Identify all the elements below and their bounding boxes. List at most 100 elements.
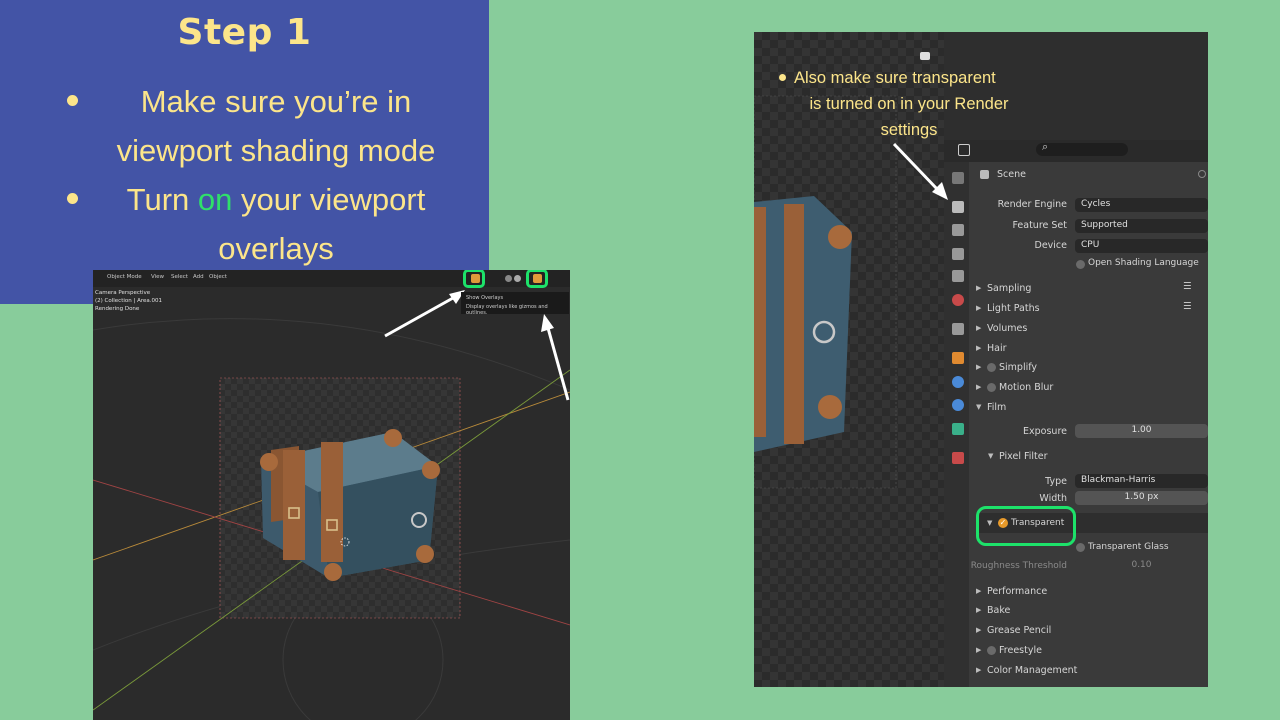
bullet-2-on: on	[197, 182, 233, 217]
transparent-label: Transparent	[1011, 518, 1065, 528]
panel-hair[interactable]: Hair	[987, 343, 1007, 354]
feature-set-label: Feature Set	[1012, 220, 1067, 231]
panel-color-management[interactable]: Color Management	[987, 665, 1078, 676]
view-menu[interactable]: View	[151, 274, 165, 280]
add-menu[interactable]: Add	[193, 274, 204, 280]
note-line-2: is turned on in your Render	[809, 95, 1009, 113]
note-line-3: settings	[880, 121, 938, 139]
physics-icon[interactable]	[952, 399, 964, 411]
transparent-glass-label: Transparent Glass	[1088, 542, 1169, 552]
texture-icon[interactable]	[952, 452, 964, 464]
collection-icon[interactable]	[952, 323, 964, 335]
roughness-threshold-value: 0.10	[1131, 560, 1152, 570]
viewport-header: Object Mode View Select Add Object	[93, 270, 570, 287]
constraints-icon[interactable]	[952, 423, 964, 435]
render-engine-dropdown[interactable]: Cycles	[1075, 198, 1208, 212]
exposure-label: Exposure	[1023, 426, 1067, 437]
pin-icon[interactable]	[1198, 170, 1206, 178]
transparent-glass-checkbox[interactable]	[1076, 543, 1085, 552]
overlays-icon[interactable]	[471, 274, 480, 283]
simplify-checkbox[interactable]	[987, 363, 996, 372]
view-layer-icon[interactable]	[952, 248, 964, 260]
panel-freestyle[interactable]: Freestyle	[999, 645, 1042, 656]
note-bullet-dot	[779, 74, 786, 81]
modifier-icon[interactable]	[952, 376, 964, 388]
width-slider[interactable]: 1.50 px	[1075, 491, 1208, 505]
device-dropdown[interactable]: CPU	[1075, 239, 1208, 253]
motion-blur-checkbox[interactable]	[987, 383, 996, 392]
performance-expand-icon[interactable]: ▶	[976, 587, 982, 595]
shading-rendered-icon[interactable]	[533, 274, 542, 283]
transparent-highlight	[976, 506, 1076, 546]
bullet-2-pre: Turn	[126, 182, 198, 217]
object-mode-dropdown[interactable]: Object Mode	[107, 274, 142, 280]
editor-type-icon[interactable]	[958, 144, 970, 156]
panel-performance[interactable]: Performance	[987, 586, 1048, 597]
list-icon: ☰	[1183, 301, 1192, 312]
output-icon[interactable]	[952, 224, 964, 236]
transparent-checkbox[interactable]: ✓	[998, 518, 1008, 528]
bake-expand-icon[interactable]: ▶	[976, 606, 982, 614]
shading-material-icon[interactable]	[514, 275, 521, 282]
roughness-threshold-label: Roughness Threshold	[970, 561, 1067, 571]
feature-set-dropdown[interactable]: Supported	[1075, 219, 1208, 233]
tooltip-description: Display overlays like gizmos and outline…	[466, 304, 548, 316]
bullet-2-line-2: overlays	[218, 231, 334, 266]
exposure-value: 1.00	[1131, 425, 1152, 435]
hair-expand-icon[interactable]: ▶	[976, 344, 982, 352]
grease-pencil-expand-icon[interactable]: ▶	[976, 626, 982, 634]
object-icon[interactable]	[952, 352, 964, 364]
blender-viewport-screenshot: Object Mode View Select Add Object Camer…	[93, 270, 570, 720]
list-icon: ☰	[1183, 281, 1192, 292]
light-paths-expand-icon[interactable]: ▶	[976, 304, 982, 312]
show-overlays-tooltip: Show Overlays Display overlays like gizm…	[461, 292, 569, 316]
feature-set-value: Supported	[1081, 220, 1128, 230]
viewport-info-camera: Camera Perspective	[95, 290, 151, 296]
panel-bake[interactable]: Bake	[987, 605, 1011, 616]
freestyle-checkbox[interactable]	[987, 646, 996, 655]
panel-simplify[interactable]: Simplify	[999, 362, 1038, 373]
bullet-dot	[67, 95, 78, 106]
sampling-expand-icon[interactable]: ▶	[976, 284, 982, 292]
panel-film[interactable]: Film	[987, 402, 1007, 413]
panel-volumes[interactable]: Volumes	[987, 323, 1028, 334]
panel-light-paths[interactable]: Light Paths	[987, 303, 1040, 314]
motion-blur-expand-icon[interactable]: ▶	[976, 383, 982, 391]
bullet-1-line-1: Make sure you’re in	[140, 84, 412, 119]
tooltip-title: Show Overlays	[466, 295, 504, 301]
tool-icon[interactable]	[952, 172, 964, 184]
type-dropdown[interactable]: Blackman-Harris	[1075, 474, 1208, 488]
film-collapse-icon[interactable]: ▼	[976, 403, 982, 411]
object-menu[interactable]: Object	[209, 274, 227, 280]
device-value: CPU	[1081, 240, 1100, 250]
osl-checkbox[interactable]	[1076, 260, 1085, 269]
search-field[interactable]	[1036, 143, 1128, 156]
viewport-info-collection: (2) Collection | Area.001	[95, 298, 162, 304]
panel-motion-blur[interactable]: Motion Blur	[999, 382, 1054, 393]
type-label: Type	[1045, 476, 1067, 487]
panel-pixel-filter[interactable]: Pixel Filter	[999, 451, 1048, 462]
render-icon[interactable]	[952, 201, 964, 213]
roughness-threshold-slider[interactable]: 0.10	[1075, 559, 1208, 573]
transparent-row	[976, 513, 1208, 533]
simplify-expand-icon[interactable]: ▶	[976, 363, 982, 371]
volumes-expand-icon[interactable]: ▶	[976, 324, 982, 332]
note-line-1: Also make sure transparent	[794, 69, 996, 87]
chest-model	[260, 429, 440, 581]
exposure-slider[interactable]: 1.00	[1075, 424, 1208, 438]
pixel-filter-collapse-icon[interactable]: ▼	[988, 452, 994, 460]
scene-icon[interactable]	[952, 270, 964, 282]
transparent-expand-icon[interactable]: ▼	[987, 519, 993, 527]
shading-solid-icon[interactable]	[505, 275, 512, 282]
panel-sampling[interactable]: Sampling	[987, 283, 1032, 294]
overlays-highlight	[463, 270, 485, 288]
width-value: 1.50 px	[1124, 492, 1159, 502]
freestyle-expand-icon[interactable]: ▶	[976, 646, 982, 654]
select-menu[interactable]: Select	[171, 274, 188, 280]
world-icon[interactable]	[952, 294, 964, 306]
color-management-expand-icon[interactable]: ▶	[976, 666, 982, 674]
render-properties-screenshot: ⌕ Scene Render Engine Cycles Feature Set…	[754, 32, 1208, 687]
scene-label: Scene	[997, 169, 1026, 180]
panel-grease-pencil[interactable]: Grease Pencil	[987, 625, 1052, 636]
type-value: Blackman-Harris	[1081, 475, 1156, 485]
